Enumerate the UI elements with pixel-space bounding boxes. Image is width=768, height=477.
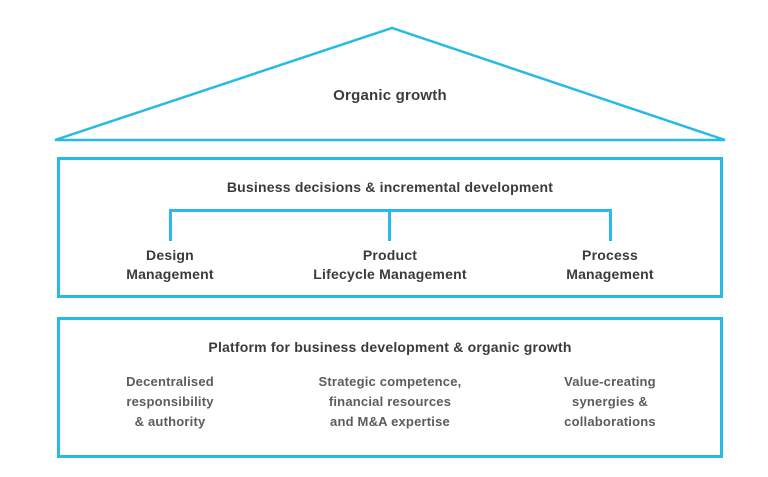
platform-column-strategic: Strategic competence, financial resource… [275,372,505,432]
roof-triangle-outline [54,26,726,142]
platform-column-line: synergies & [572,394,648,409]
bracket-left-drop-line [169,209,172,241]
bottom-section-title: Platform for business development & orga… [208,339,572,355]
bottom-section-box [57,317,723,458]
branch-label-line: Process [582,247,638,263]
bracket-center-drop-line [388,209,391,241]
branch-label-design-management: Design Management [60,246,280,284]
platform-column-value-creating: Value-creating synergies & collaboration… [495,372,725,432]
branch-label-line: Lifecycle Management [313,266,467,282]
platform-column-line: collaborations [564,414,656,429]
middle-section-title: Business decisions & incremental develop… [226,179,554,195]
platform-column-line: responsibility [126,394,214,409]
branch-label-line: Product [362,247,418,263]
middle-section-box [57,157,723,298]
branch-label-line: Management [566,266,654,282]
branch-label-product-lifecycle-management: Product Lifecycle Management [280,246,500,284]
platform-column-line: & authority [134,414,206,429]
bracket-right-drop-line [609,209,612,241]
platform-column-decentralised: Decentralised responsibility & authority [55,372,285,432]
branch-label-line: Management [126,266,214,282]
platform-column-line: Strategic competence, [318,374,462,389]
platform-column-line: and M&A expertise [330,414,450,429]
roof-label: Organic growth [333,87,447,104]
platform-column-line: financial resources [328,394,452,409]
branch-label-line: Design [146,247,194,263]
platform-column-line: Decentralised [126,374,214,389]
branch-label-process-management: Process Management [500,246,720,284]
platform-column-line: Value-creating [564,374,656,389]
